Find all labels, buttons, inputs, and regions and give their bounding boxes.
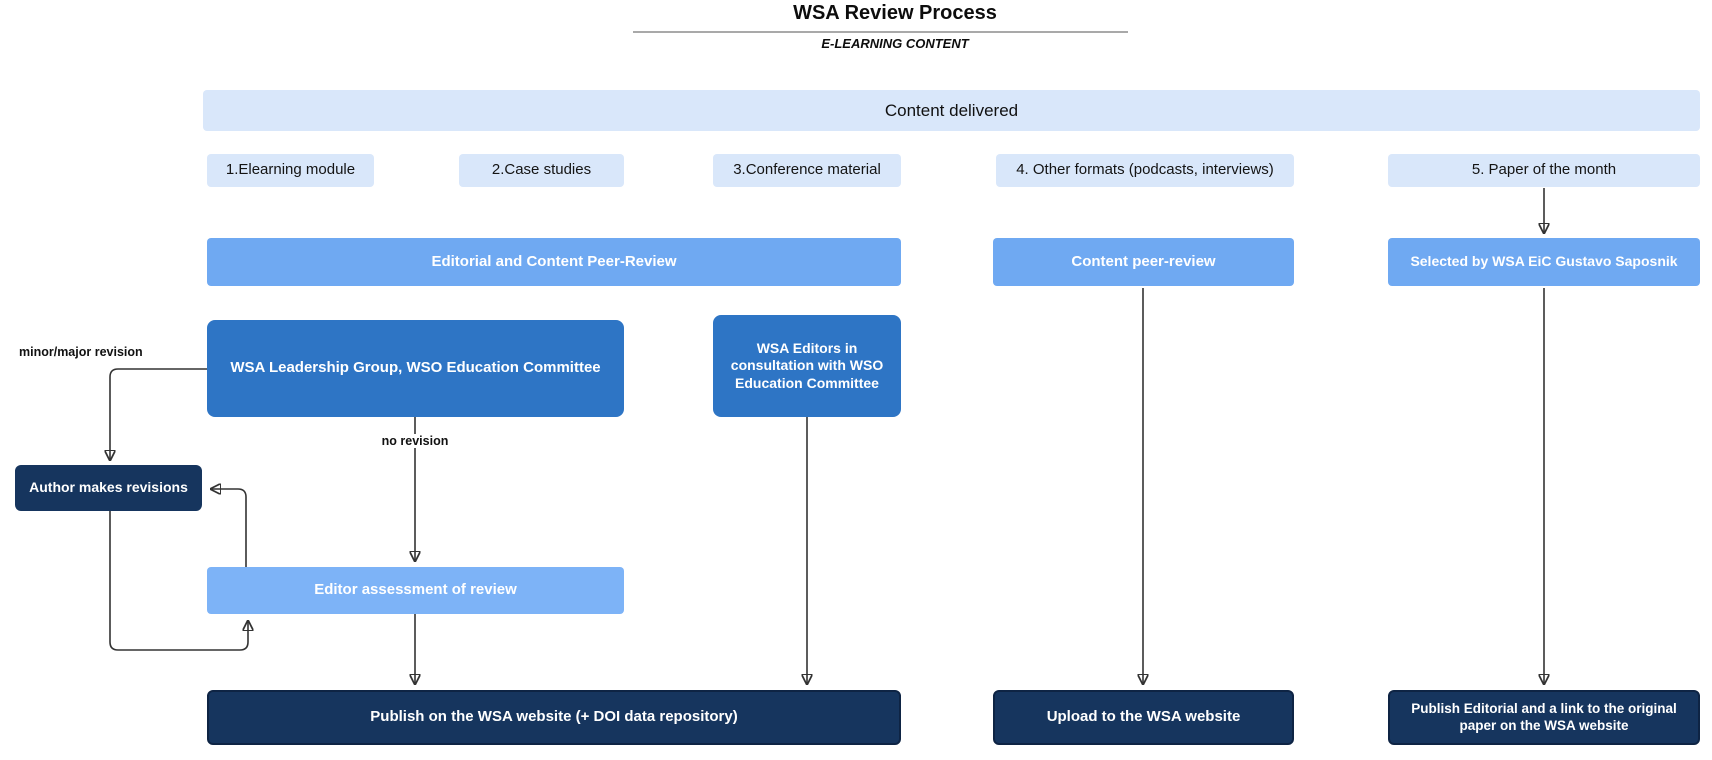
node-category-paper-of-the-month: 5. Paper of the month xyxy=(1388,154,1700,187)
node-category-case-studies: 2.Case studies xyxy=(459,154,624,187)
node-wsa-leadership-group: WSA Leadership Group, WSO Education Comm… xyxy=(207,320,624,417)
page-subtitle: E-LEARNING CONTENT xyxy=(821,36,969,51)
node-upload-wsa-website: Upload to the WSA website xyxy=(993,690,1294,745)
node-author-makes-revisions: Author makes revisions xyxy=(15,465,202,511)
title-divider xyxy=(633,31,1128,33)
node-content-peer-review: Content peer-review xyxy=(993,238,1294,286)
edge-label-minor-major-revision: minor/major revision xyxy=(19,345,143,359)
edge-editor-to-author xyxy=(211,489,247,567)
edge-minor-major-revision xyxy=(110,368,207,460)
node-publish-wsa-website-doi: Publish on the WSA website (+ DOI data r… xyxy=(207,690,901,745)
node-category-conference-material: 3.Conference material xyxy=(713,154,901,187)
edge-label-no-revision: no revision xyxy=(377,434,453,448)
node-content-delivered: Content delivered xyxy=(203,90,1700,131)
node-selected-by-eic: Selected by WSA EiC Gustavo Saposnik xyxy=(1388,238,1700,286)
node-editorial-content-peer-review: Editorial and Content Peer-Review xyxy=(207,238,901,286)
node-editor-assessment: Editor assessment of review xyxy=(207,567,624,614)
node-wsa-editors-consultation: WSA Editors in consultation with WSO Edu… xyxy=(713,315,901,417)
page-title: WSA Review Process xyxy=(793,2,997,24)
node-category-other-formats: 4. Other formats (podcasts, interviews) xyxy=(996,154,1294,187)
node-publish-editorial-link: Publish Editorial and a link to the orig… xyxy=(1388,690,1700,745)
node-category-elearning-module: 1.Elearning module xyxy=(207,154,374,187)
